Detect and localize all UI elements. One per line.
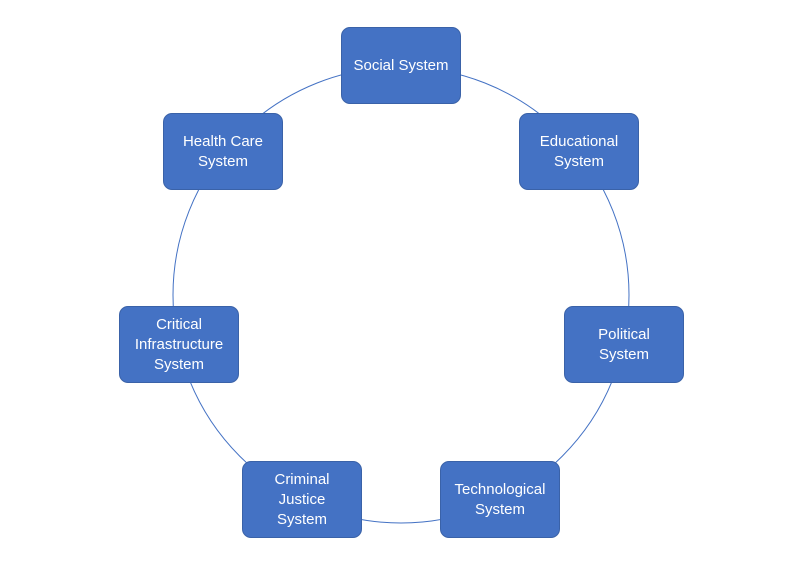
node-label: Political System xyxy=(598,325,650,363)
node-criminal-justice-system: Criminal Justice System xyxy=(242,461,362,538)
node-label: Critical Infrastructure System xyxy=(134,315,224,373)
node-social-system: Social System xyxy=(341,27,461,104)
node-label: Educational System xyxy=(539,132,619,170)
node-technological-system: Technological System xyxy=(440,461,560,538)
node-label: Criminal Justice System xyxy=(274,470,330,528)
node-health-care-system: Health Care System xyxy=(163,113,283,190)
node-label: Social System xyxy=(353,56,449,74)
node-label: Technological System xyxy=(454,480,546,518)
node-label: Health Care System xyxy=(182,132,264,170)
node-critical-infrastructure-system: Critical Infrastructure System xyxy=(119,306,239,383)
node-educational-system: Educational System xyxy=(519,113,639,190)
node-political-system: Political System xyxy=(564,306,684,383)
